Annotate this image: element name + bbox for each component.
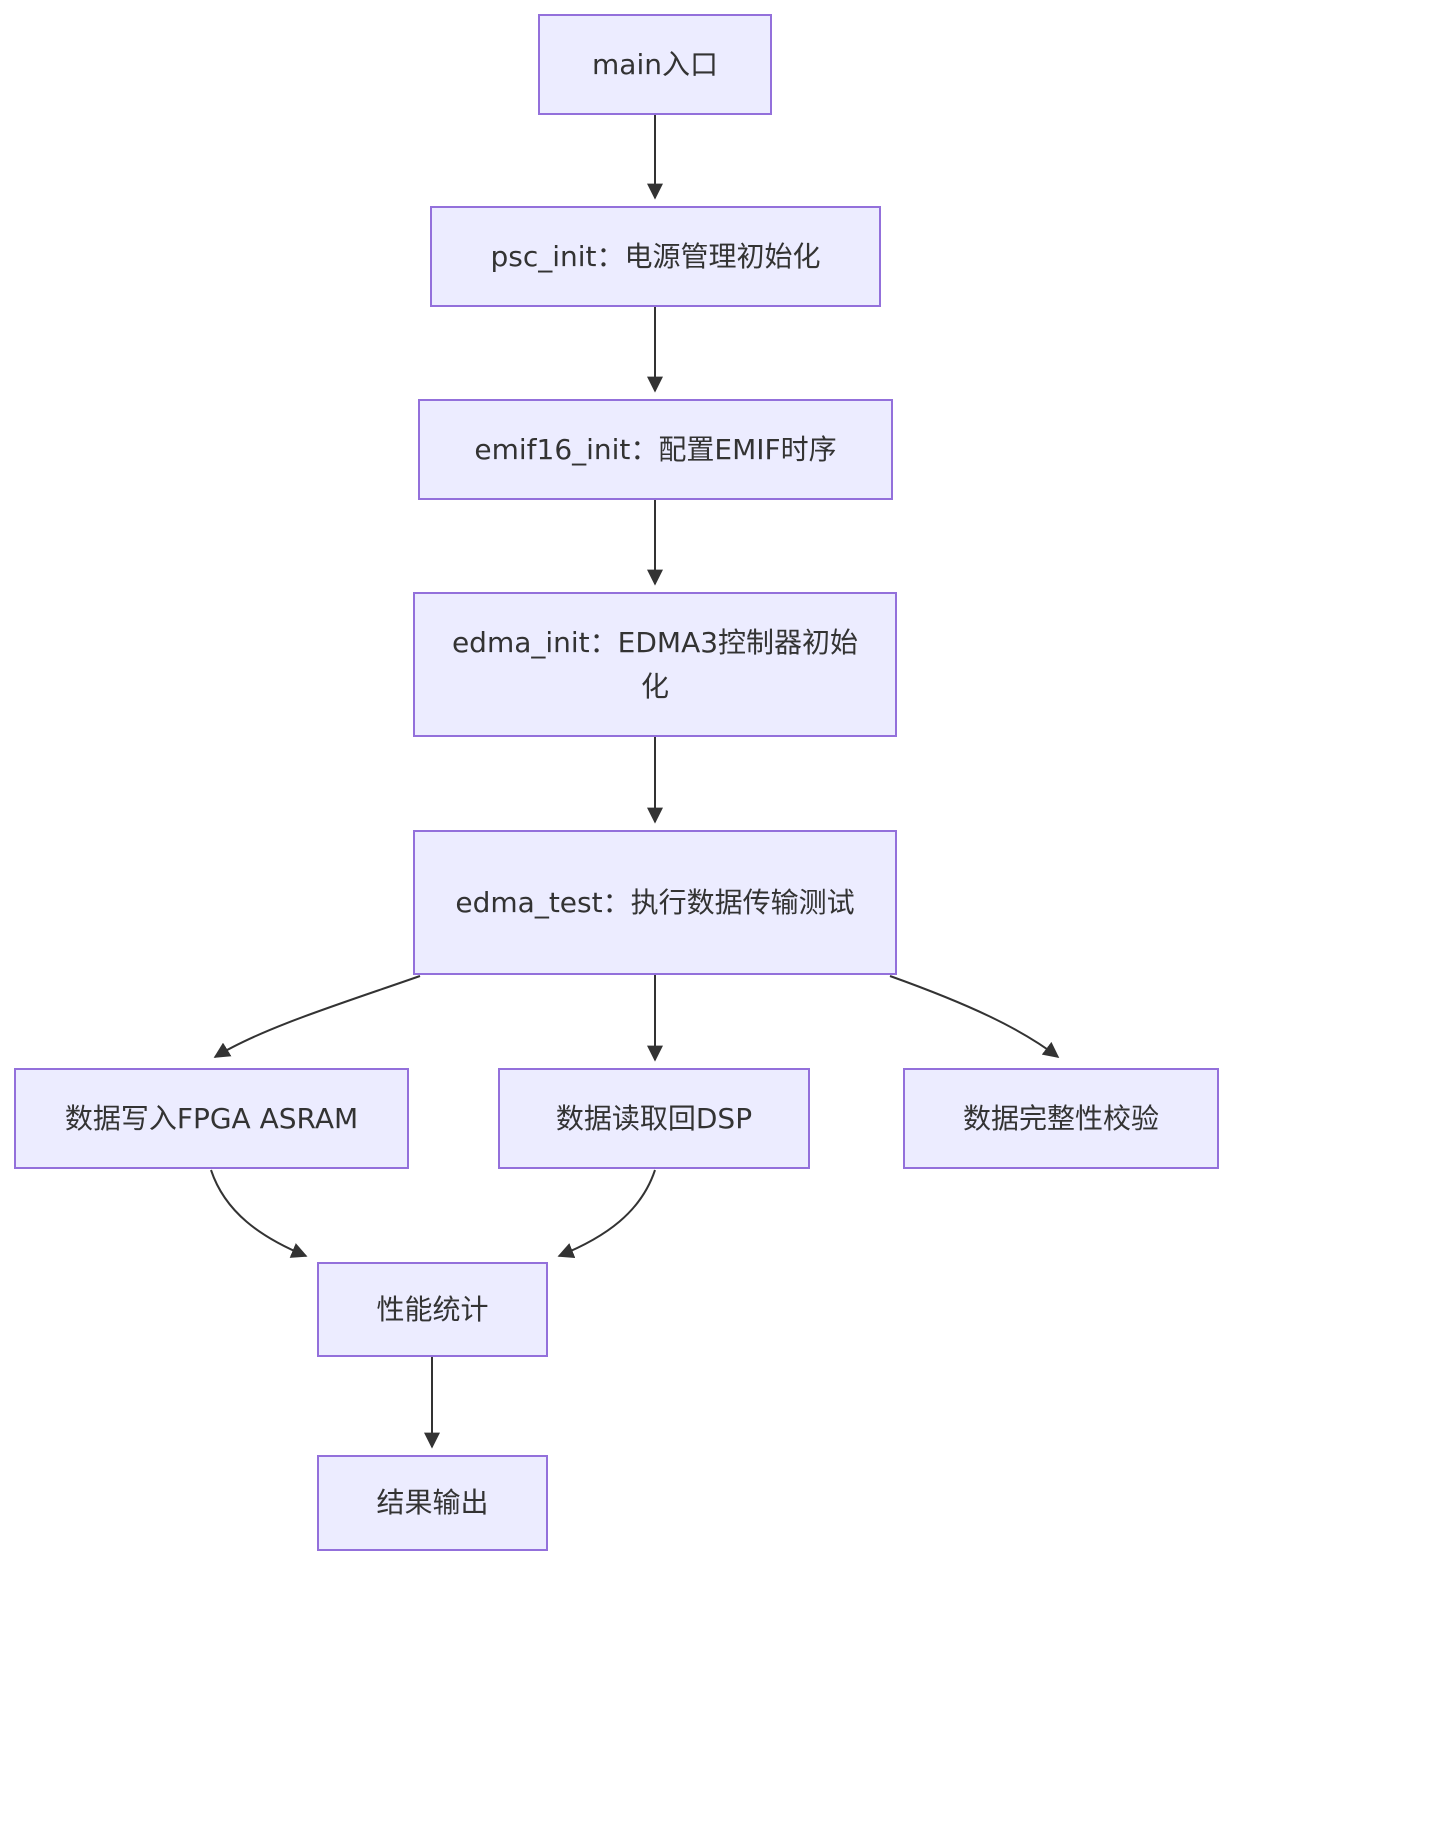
node-edma-init: edma_init：EDMA3控制器初始化 xyxy=(413,592,897,737)
edge-write-to-perf xyxy=(210,1169,308,1258)
edge-test-to-verify xyxy=(889,975,1060,1058)
node-read-back-dsp: 数据读取回DSP xyxy=(498,1068,810,1169)
node-emif16-init-label: emif16_init：配置EMIF时序 xyxy=(474,432,837,466)
node-psc-init: psc_init：电源管理初始化 xyxy=(430,206,881,307)
node-emif16-init: emif16_init：配置EMIF时序 xyxy=(418,399,893,500)
node-performance-stats: 性能统计 xyxy=(317,1262,548,1357)
node-edma-test-label: edma_test：执行数据传输测试 xyxy=(455,885,855,919)
node-result-output-label: 结果输出 xyxy=(376,1486,489,1520)
node-performance-stats-label: 性能统计 xyxy=(376,1292,489,1326)
edge-test-to-write xyxy=(213,975,421,1058)
node-result-output: 结果输出 xyxy=(317,1455,548,1551)
node-write-fpga-asram-label: 数据写入FPGA ASRAM xyxy=(64,1101,359,1135)
node-main-entry: main入口 xyxy=(538,14,772,115)
node-psc-init-label: psc_init：电源管理初始化 xyxy=(490,239,821,273)
edge-read-to-perf xyxy=(557,1169,656,1259)
node-data-integrity-check: 数据完整性校验 xyxy=(903,1068,1219,1169)
node-edma-test: edma_test：执行数据传输测试 xyxy=(413,830,897,975)
node-edma-init-label: edma_init：EDMA3控制器初始化 xyxy=(451,626,859,703)
node-data-integrity-check-label: 数据完整性校验 xyxy=(962,1101,1159,1135)
node-write-fpga-asram: 数据写入FPGA ASRAM xyxy=(14,1068,409,1169)
node-read-back-dsp-label: 数据读取回DSP xyxy=(555,1101,753,1135)
node-main-entry-label: main入口 xyxy=(592,47,718,81)
